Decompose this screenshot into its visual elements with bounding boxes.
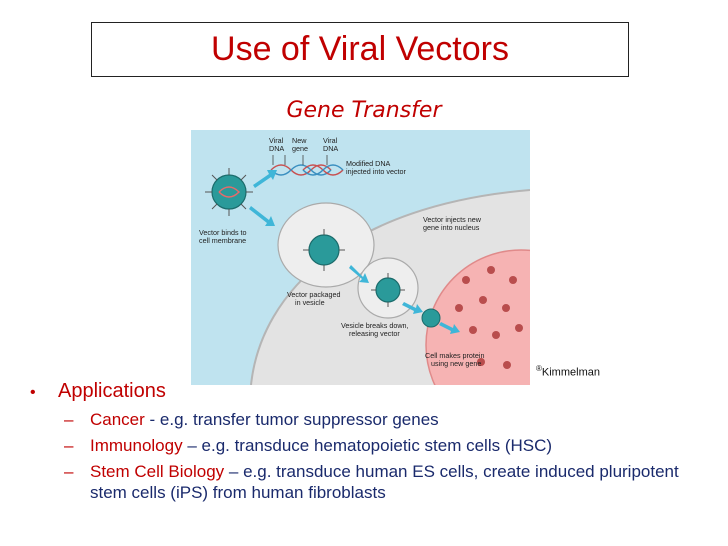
credit-name: Kimmelman — [541, 366, 600, 379]
label-viral-dna-left: Viral — [269, 136, 284, 145]
slide-subtitle: Gene Transfer — [286, 98, 442, 123]
svg-text:DNA: DNA — [269, 144, 284, 153]
item-term: Immunology — [90, 436, 183, 455]
label-new-gene: New — [292, 136, 307, 145]
nuclear-proteins — [455, 266, 523, 369]
list-item: – Stem Cell Biology – e.g. transduce hum… — [64, 461, 710, 503]
virus-at-nucleus — [421, 308, 441, 328]
virus-in-vesicle-1 — [303, 229, 345, 271]
credit-symbol: ® — [536, 364, 542, 373]
list-item: – Immunology – e.g. transduce hematopoie… — [64, 435, 710, 456]
label-vector-binds: Vector binds to — [199, 228, 247, 237]
svg-text:using new gene: using new gene — [431, 359, 481, 368]
svg-text:releasing vector: releasing vector — [349, 329, 400, 338]
svg-text:gene: gene — [292, 144, 308, 153]
svg-text:in vesicle: in vesicle — [295, 298, 325, 307]
svg-text:DNA: DNA — [323, 144, 338, 153]
item-text: – e.g. transduce hematopoietic stem cell… — [182, 436, 553, 455]
title-box: Use of Viral Vectors — [91, 22, 629, 77]
label-vector-packaged: Vector packaged — [287, 290, 341, 299]
item-term: Stem Cell Biology — [90, 462, 225, 481]
dash-marker: – — [64, 436, 74, 455]
svg-text:gene into nucleus: gene into nucleus — [423, 223, 480, 232]
item-term: Cancer — [90, 410, 145, 429]
label-vector-injects: Vector injects new — [423, 215, 482, 224]
list-item: – Cancer - e.g. transfer tumor suppresso… — [64, 409, 710, 430]
bullet-dot: • — [30, 384, 36, 401]
svg-text:cell membrane: cell membrane — [199, 236, 246, 245]
virus-in-vesicle-2 — [371, 273, 405, 307]
gene-transfer-figure: Viral DNA New gene Viral DNA Modified DN… — [191, 130, 530, 385]
process-arrows — [249, 170, 460, 334]
label-cell-makes: Cell makes protein — [425, 351, 485, 360]
virus-outside — [205, 168, 253, 216]
slide-title: Use of Viral Vectors — [211, 30, 509, 68]
bullet-heading: Applications — [58, 380, 166, 402]
label-modified-dna: Modified DNA — [346, 159, 391, 168]
dash-marker: – — [64, 410, 74, 429]
item-text: – e.g. transduce human ES cells, create … — [90, 462, 679, 502]
image-credit: ®Kimmelman — [536, 364, 600, 379]
nucleus — [425, 249, 530, 385]
dash-marker: – — [64, 462, 74, 481]
label-vesicle-breaks: Vesicle breaks down, — [341, 321, 409, 330]
bullet-list: • Applications – Cancer - e.g. transfer … — [30, 380, 710, 508]
item-text: - e.g. transfer tumor suppressor genes — [144, 410, 439, 429]
svg-text:injected into vector: injected into vector — [346, 167, 407, 176]
gene-transfer-diagram: Viral DNA New gene Viral DNA Modified DN… — [191, 130, 530, 385]
label-viral-dna-right: Viral — [323, 136, 338, 145]
dna-strand — [270, 164, 344, 176]
bullet-heading-row: • Applications — [30, 380, 710, 403]
